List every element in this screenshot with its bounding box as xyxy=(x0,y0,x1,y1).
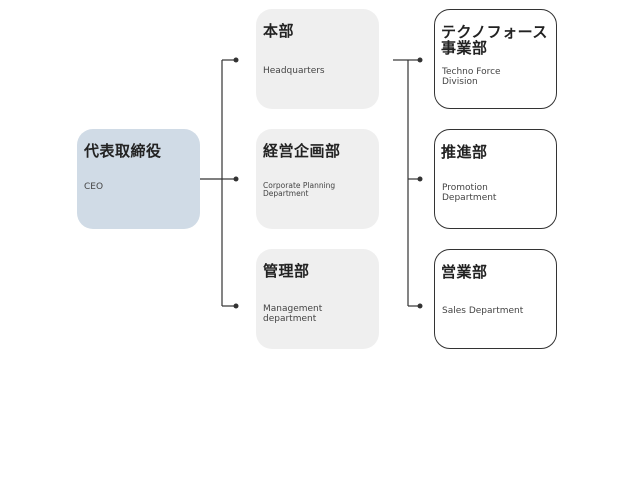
division-box-sales: 営業部 Sales Department xyxy=(434,249,557,349)
division-title: 推進部 xyxy=(441,143,488,161)
department-box-corporate-planning: 経営企画部 Corporate Planning Department xyxy=(256,129,379,229)
division-box-techno-force: テクノフォース 事業部 Techno Force Division xyxy=(434,9,557,109)
department-subtitle: Management department xyxy=(263,304,323,324)
connector-dot xyxy=(417,176,423,182)
department-subtitle: Headquarters xyxy=(263,66,325,76)
connector-dot xyxy=(417,57,423,63)
department-subtitle: Corporate Planning Department xyxy=(263,181,336,198)
department-box-management: 管理部 Management department xyxy=(256,249,379,349)
department-title: 管理部 xyxy=(263,262,310,280)
division-subtitle: Techno Force Division xyxy=(442,67,501,87)
department-box-headquarters: 本部 Headquarters xyxy=(256,9,379,109)
connector-dot xyxy=(233,303,239,309)
department-title: 本部 xyxy=(263,22,295,40)
ceo-title: 代表取締役 xyxy=(84,142,162,160)
division-title: テクノフォース 事業部 xyxy=(441,23,548,57)
division-subtitle: Sales Department xyxy=(442,306,524,316)
division-subtitle: Promotion Department xyxy=(442,183,497,203)
connector-dot xyxy=(417,303,423,309)
department-title: 経営企画部 xyxy=(263,142,341,160)
connector-dot xyxy=(233,176,239,182)
division-box-promotion: 推進部 Promotion Department xyxy=(434,129,557,229)
ceo-subtitle: CEO xyxy=(84,182,104,192)
division-title: 営業部 xyxy=(441,263,488,281)
connector-dot xyxy=(233,57,239,63)
ceo-box: 代表取締役 CEO xyxy=(77,129,200,229)
